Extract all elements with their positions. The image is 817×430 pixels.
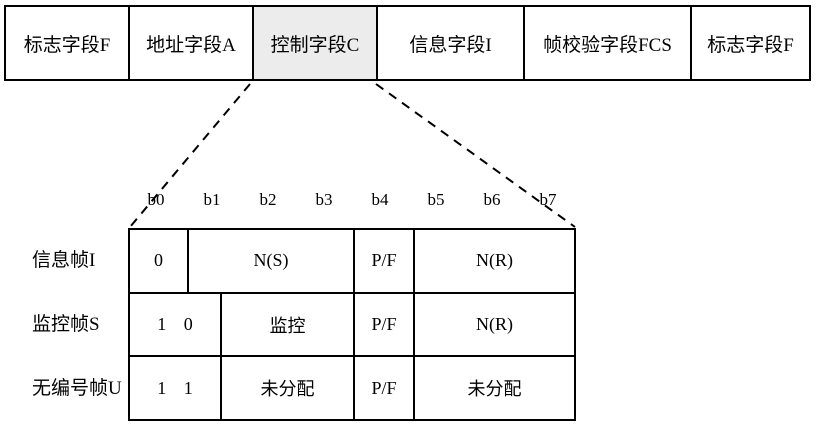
table-row-unnumbered-frame: 1 1 未分配 P/F 未分配: [130, 357, 574, 420]
control-field-bit-table: 0 N(S) P/F N(R) 1 0 监控 P/F N(R) 1 1 未分配 …: [128, 228, 576, 421]
cell-i-bit0: 0: [130, 230, 189, 292]
field-flag-end: 标志字段F: [707, 34, 794, 56]
bit-label-b6: b6: [483, 190, 501, 209]
table-row-supervisory-frame: 1 0 监控 P/F N(R): [130, 293, 574, 358]
table-row-information-frame: 0 N(S) P/F N(R): [130, 230, 574, 294]
bit-label-b1: b1: [203, 190, 221, 209]
cell-u-unassigned-2: 未分配: [467, 379, 522, 400]
cell-i-nr: N(R): [476, 250, 513, 271]
field-fcs: 帧校验字段FCS: [525, 7, 692, 79]
cell-s-bits: 1 0: [130, 293, 222, 356]
bit-label-b3: b3: [315, 190, 333, 209]
bit-label-b0: b0: [147, 190, 165, 209]
row-label-supervisory-frame: 监控帧S: [32, 314, 100, 335]
frame-structure-row: 标志字段F 地址字段A 控制字段C 信息字段I 帧校验字段FCS 标志字段F: [4, 5, 811, 81]
cell-u-pf: P/F: [355, 357, 415, 420]
bit-label-b2: b2: [259, 190, 277, 209]
field-information: 信息字段I: [378, 7, 525, 79]
cell-s-nr: N(R): [476, 314, 513, 334]
cell-u-bits: 1 1: [130, 357, 222, 420]
field-address: 地址字段A: [130, 7, 254, 79]
bit-label-b4: b4: [371, 190, 389, 209]
cell-s-pf: P/F: [355, 293, 415, 356]
bit-label-b7: b7: [539, 190, 557, 209]
row-label-unnumbered-frame: 无编号帧U: [32, 378, 122, 399]
cell-s-supervise: 监控: [222, 293, 355, 356]
cell-i-pf: P/F: [355, 230, 415, 292]
field-flag-start: 标志字段F: [6, 7, 130, 79]
cell-u-unassigned-1: 未分配: [222, 357, 355, 420]
bit-label-b5: b5: [427, 190, 445, 209]
row-label-information-frame: 信息帧I: [32, 250, 96, 271]
field-control-highlighted: 控制字段C: [254, 7, 378, 79]
cell-i-ns: N(S): [189, 230, 355, 292]
